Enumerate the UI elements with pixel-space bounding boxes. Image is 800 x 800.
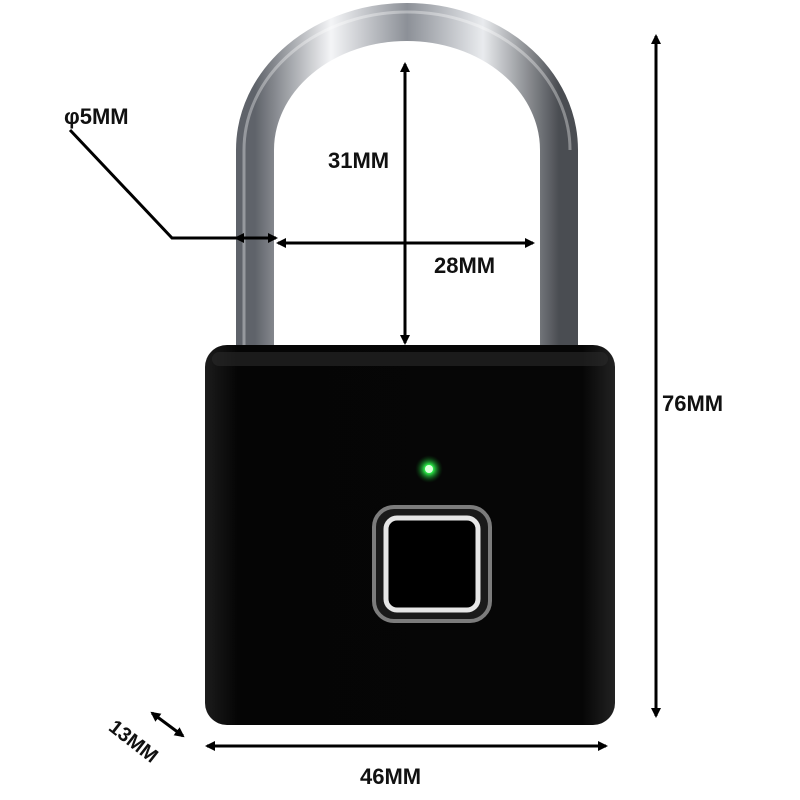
body-width-label: 46MM (360, 764, 422, 789)
shackle (236, 3, 578, 352)
dimension-lines (68, 34, 661, 751)
status-led-icon (415, 455, 443, 483)
depth-arrow (150, 711, 185, 738)
inner-height-label: 31MM (328, 148, 390, 173)
shackle-diameter-label: φ5MM (64, 104, 129, 129)
total-height-label: 76MM (662, 391, 724, 416)
shackle-diameter-leader (68, 128, 236, 240)
inner-width-label: 28MM (434, 253, 496, 278)
fingerprint-sensor[interactable] (372, 505, 492, 623)
